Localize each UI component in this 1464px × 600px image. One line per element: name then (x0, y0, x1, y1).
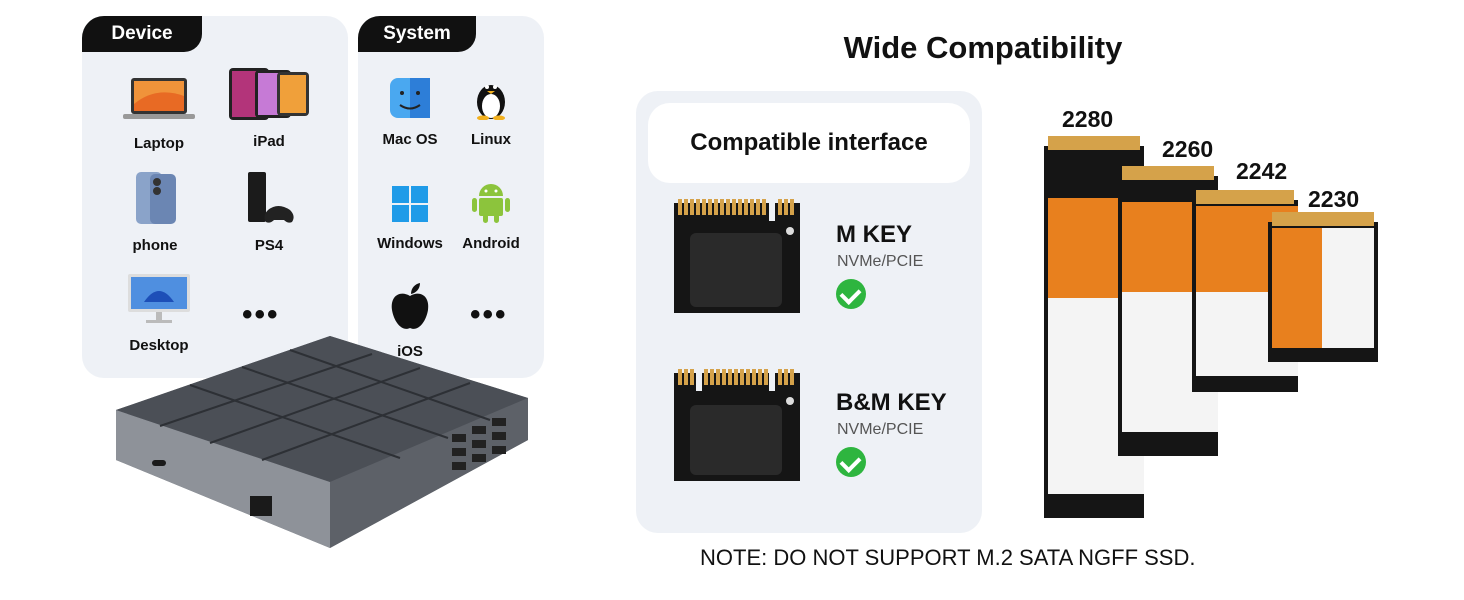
device-label: Desktop (129, 337, 189, 354)
tablet-icon (229, 68, 309, 120)
interface-title: Compatible interface (648, 103, 970, 183)
system-label: Windows (377, 235, 443, 252)
system-tab: System (358, 16, 476, 52)
device-label: Laptop (134, 135, 184, 152)
device-item-desktop: Desktop (104, 272, 214, 354)
device-panel: Device Laptop iPad phone (82, 16, 348, 378)
laptop-icon (123, 78, 195, 119)
m-key-protocol: NVMe/PCIE (837, 253, 924, 270)
m-key-ssd-connector-image (674, 197, 800, 313)
more-systems-ellipsis: ••• (470, 298, 508, 331)
apple-icon (391, 283, 429, 329)
ssd-sizes-image (1044, 136, 1378, 518)
m-key-label: M KEY (836, 221, 913, 248)
linux-icon (477, 85, 505, 121)
ssd-size-2230: 2230 (1308, 186, 1360, 212)
bm-key-protocol: NVMe/PCIE (837, 421, 924, 438)
system-label: iOS (397, 343, 423, 360)
system-item-android: Android (436, 180, 546, 252)
compatibility-note: NOTE: DO NOT SUPPORT M.2 SATA NGFF SSD. (700, 545, 1196, 570)
m-key-check-icon (836, 279, 866, 309)
system-panel: System Mac OS Linux Windows (358, 16, 544, 378)
device-label: PS4 (254, 237, 284, 254)
game-console-icon (248, 172, 294, 223)
system-label: Linux (471, 131, 511, 148)
ssd-size-2280: 2280 (1062, 106, 1114, 132)
page-title: Wide Compatibility (843, 30, 1123, 65)
system-label: Android (462, 235, 520, 252)
system-label: Mac OS (382, 131, 438, 148)
system-item-ios: iOS (355, 282, 465, 360)
device-label: phone (132, 237, 178, 254)
macos-icon (390, 78, 430, 118)
bm-key-ssd-connector-image (674, 367, 800, 481)
ssd-size-2260: 2260 (1162, 136, 1214, 162)
device-item-laptop: Laptop (104, 74, 214, 152)
device-label: iPad (253, 133, 285, 150)
bm-key-check-icon (836, 447, 866, 477)
ssd-enclosure-image (116, 336, 528, 548)
device-item-phone: phone (100, 170, 210, 254)
android-icon (472, 184, 510, 223)
windows-icon (392, 186, 428, 222)
system-item-macos: Mac OS (355, 76, 465, 148)
more-devices-ellipsis: ••• (242, 298, 280, 331)
system-item-windows: Windows (355, 184, 465, 252)
bm-key-label: B&M KEY (836, 389, 947, 416)
device-item-ps4: PS4 (214, 170, 324, 254)
device-tab: Device (82, 16, 202, 52)
compatible-interface-panel: Compatible interface M KEY NVMe/PCIE B&M… (636, 91, 982, 533)
phone-icon (136, 172, 176, 224)
ssd-size-2242: 2242 (1236, 158, 1288, 184)
system-item-linux: Linux (436, 76, 546, 148)
device-item-ipad: iPad (214, 66, 324, 150)
desktop-icon (128, 274, 190, 323)
